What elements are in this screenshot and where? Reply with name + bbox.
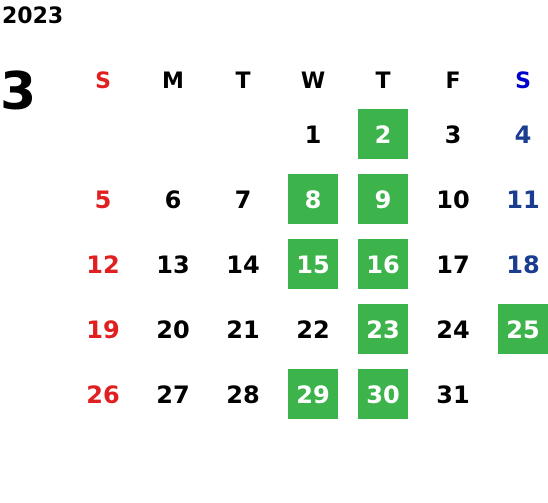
- calendar-week-row: 19 20 21 22 23 24 25: [68, 297, 548, 362]
- calendar-day[interactable]: 13: [138, 232, 208, 297]
- calendar-day-number: 21: [226, 315, 260, 344]
- weekday-saturday: S: [515, 68, 531, 94]
- calendar-day-number: 17: [436, 250, 470, 279]
- calendar-day-number: 16: [366, 250, 400, 279]
- calendar-day[interactable]: 17: [418, 232, 488, 297]
- calendar-day-empty: [208, 102, 278, 167]
- calendar-day[interactable]: 26: [68, 362, 138, 427]
- calendar-day-number: 15: [296, 250, 330, 279]
- calendar-day-number: 23: [366, 315, 400, 344]
- calendar-day-number: 18: [506, 250, 540, 279]
- calendar-day-number: 28: [226, 380, 260, 409]
- calendar-day-highlighted[interactable]: 2: [348, 102, 418, 167]
- calendar-day[interactable]: 10: [418, 167, 488, 232]
- calendar-day[interactable]: 28: [208, 362, 278, 427]
- weekday-header-row: S M T W T F S: [68, 60, 548, 102]
- calendar-day-number: 7: [234, 185, 252, 214]
- calendar-week-row: 5 6 7 8 9 10 11: [68, 167, 548, 232]
- calendar-day[interactable]: 18: [488, 232, 548, 297]
- calendar-day[interactable]: 14: [208, 232, 278, 297]
- calendar-day-number: 3: [444, 120, 462, 149]
- calendar-day[interactable]: 20: [138, 297, 208, 362]
- calendar-day-number: 5: [94, 185, 112, 214]
- calendar-day-number: 6: [164, 185, 182, 214]
- calendar-day-number: 12: [86, 250, 120, 279]
- calendar-day-number: 25: [506, 315, 540, 344]
- calendar-day-number: 11: [506, 185, 540, 214]
- weekday-sunday: S: [95, 68, 111, 94]
- calendar-day[interactable]: 24: [418, 297, 488, 362]
- calendar-day-empty: [68, 102, 138, 167]
- calendar-day-number: 30: [366, 380, 400, 409]
- calendar-day-highlighted[interactable]: 8: [278, 167, 348, 232]
- calendar-day-number: 13: [156, 250, 190, 279]
- calendar-day-empty: [488, 362, 548, 427]
- calendar-day-number: 14: [226, 250, 260, 279]
- calendar-day[interactable]: 21: [208, 297, 278, 362]
- weekday-monday: M: [162, 68, 184, 94]
- weekday-friday: F: [445, 68, 461, 94]
- calendar-day-number: 19: [86, 315, 120, 344]
- calendar-day[interactable]: 31: [418, 362, 488, 427]
- calendar-day-number: 26: [86, 380, 120, 409]
- calendar-day-number: 1: [304, 120, 322, 149]
- calendar-day[interactable]: 19: [68, 297, 138, 362]
- calendar-day-highlighted[interactable]: 9: [348, 167, 418, 232]
- calendar-day[interactable]: 22: [278, 297, 348, 362]
- calendar-day-highlighted[interactable]: 29: [278, 362, 348, 427]
- calendar-day-highlighted[interactable]: 15: [278, 232, 348, 297]
- calendar-day-number: 31: [436, 380, 470, 409]
- calendar-day-number: 20: [156, 315, 190, 344]
- calendar-week-row: 12 13 14 15 16 17 18: [68, 232, 548, 297]
- calendar-day-number: 8: [304, 185, 322, 214]
- calendar-day-number: 27: [156, 380, 190, 409]
- calendar-year: 2023: [2, 4, 64, 29]
- calendar-day-number: 29: [296, 380, 330, 409]
- calendar-day-highlighted[interactable]: 16: [348, 232, 418, 297]
- calendar-day[interactable]: 27: [138, 362, 208, 427]
- calendar-day-number: 24: [436, 315, 470, 344]
- calendar-week-row: 1 2 3 4: [68, 102, 548, 167]
- calendar-day-number: 4: [514, 120, 532, 149]
- calendar-day[interactable]: 5: [68, 167, 138, 232]
- calendar-day-highlighted[interactable]: 23: [348, 297, 418, 362]
- weekday-wednesday: W: [300, 68, 326, 94]
- calendar-day-empty: [138, 102, 208, 167]
- calendar-day[interactable]: 3: [418, 102, 488, 167]
- calendar-day[interactable]: 11: [488, 167, 548, 232]
- calendar-day-number: 22: [296, 315, 330, 344]
- calendar-day-number: 9: [374, 185, 392, 214]
- calendar-day[interactable]: 6: [138, 167, 208, 232]
- weekday-thursday: T: [375, 68, 391, 94]
- calendar-month: 3: [0, 62, 37, 122]
- calendar-day-number: 2: [374, 120, 392, 149]
- calendar-day[interactable]: 4: [488, 102, 548, 167]
- weekday-tuesday: T: [235, 68, 251, 94]
- calendar-day[interactable]: 12: [68, 232, 138, 297]
- calendar-day-highlighted[interactable]: 30: [348, 362, 418, 427]
- calendar-day[interactable]: 7: [208, 167, 278, 232]
- calendar-day[interactable]: 1: [278, 102, 348, 167]
- calendar-day-number: 10: [436, 185, 470, 214]
- calendar-week-row: 26 27 28 29 30 31: [68, 362, 548, 427]
- calendar-day-highlighted[interactable]: 25: [488, 297, 548, 362]
